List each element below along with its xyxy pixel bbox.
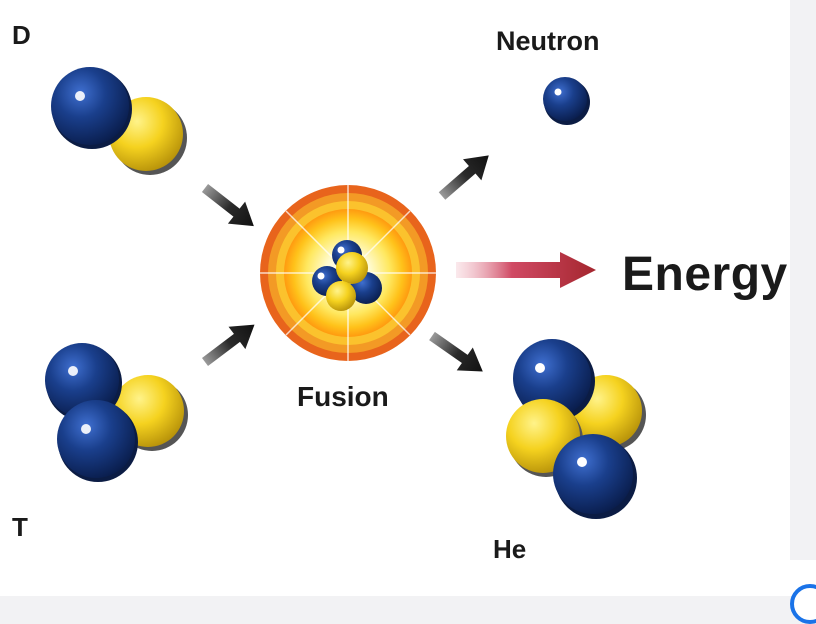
fusion-burst (260, 185, 436, 361)
fusion-label: Fusion (297, 381, 389, 412)
deuterium-label: D (12, 20, 31, 50)
tritium-label: T (12, 512, 28, 542)
fused-nucleus (312, 240, 382, 311)
diagram-canvas (45, 67, 646, 519)
free-neutron (543, 77, 590, 125)
arrow-fusion-to-helium (423, 324, 491, 384)
energy-arrow (456, 252, 596, 288)
bottom-bar (0, 560, 816, 596)
arrow-deuterium-to-fusion (196, 176, 263, 238)
fusion-diagram: D T Neutron Fusion Energy He (0, 0, 790, 564)
energy-label: Energy (622, 248, 788, 301)
neutron-label: Neutron (496, 26, 600, 56)
tritium-nucleus (45, 343, 188, 482)
arrow-fusion-to-neutron (432, 144, 498, 207)
floating-action-button[interactable] (790, 584, 816, 624)
helium-label: He (493, 534, 527, 564)
deuterium-nucleus (51, 67, 187, 175)
helium-nucleus (506, 339, 646, 519)
arrow-tritium-to-fusion (196, 313, 263, 374)
